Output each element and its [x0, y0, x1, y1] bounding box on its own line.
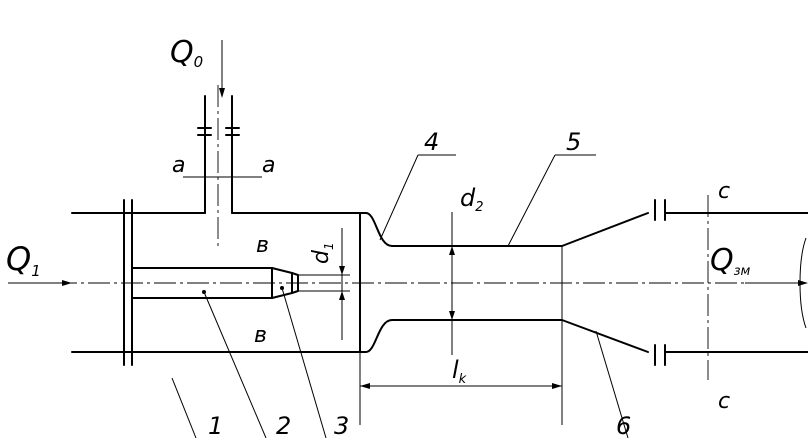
- leader-lines: [171, 154, 629, 439]
- label-q1: Q1: [6, 240, 41, 280]
- nozzle-tube: [131, 267, 299, 299]
- label-d1: d1: [309, 242, 336, 264]
- label-a-left: a: [172, 153, 185, 178]
- side-inlet-pipe: [183, 95, 262, 214]
- callout-5: 5: [566, 128, 581, 156]
- label-b-bottom: в: [254, 323, 267, 348]
- housing: [71, 199, 361, 366]
- label-q0: Q0: [170, 35, 203, 71]
- label-lk: lk: [452, 356, 467, 387]
- d1-dimension: [298, 228, 350, 340]
- mixing-chamber: [359, 199, 808, 366]
- callout-4: 4: [424, 128, 439, 156]
- lk-dimension: [359, 320, 563, 425]
- callout-2: 2: [276, 412, 291, 438]
- label-a-right: a: [262, 153, 275, 178]
- label-c-bottom: c: [718, 389, 730, 414]
- d2-dimension: [449, 212, 455, 355]
- flow-arrows: [8, 40, 808, 286]
- label-c-top: c: [718, 179, 730, 204]
- label-d2: d2: [460, 184, 484, 215]
- label-b-top: в: [256, 233, 269, 258]
- callout-6: 6: [616, 412, 631, 438]
- callout-3: 3: [334, 412, 349, 438]
- callout-1: 1: [208, 412, 223, 438]
- label-q3m: Qзм: [710, 243, 751, 279]
